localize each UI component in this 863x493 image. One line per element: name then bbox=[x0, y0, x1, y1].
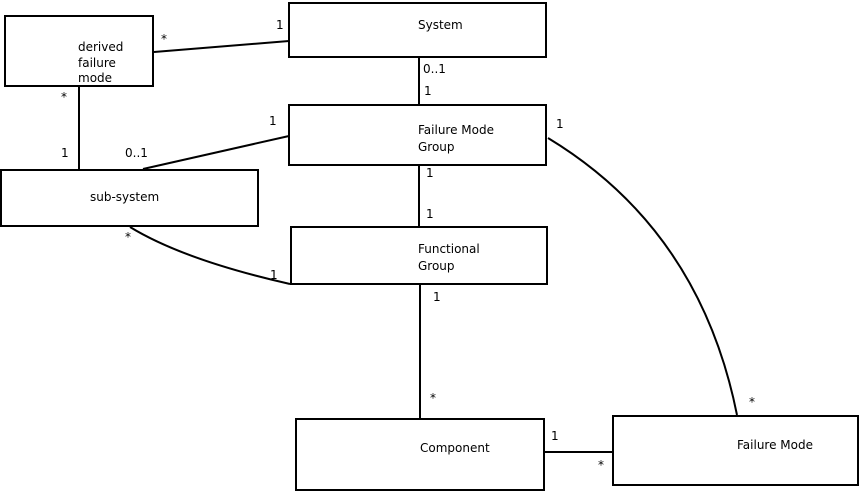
multiplicity-label: * bbox=[430, 391, 436, 405]
node-label-line: Group bbox=[418, 140, 455, 154]
node-label: Failure Mode bbox=[737, 437, 813, 453]
node-sub-system: sub-system bbox=[0, 169, 259, 227]
multiplicity-label: 1 bbox=[426, 166, 434, 180]
node-label-line: Functional bbox=[418, 242, 480, 256]
node-label: sub-system bbox=[90, 189, 159, 205]
multiplicity-label: 1 bbox=[276, 18, 284, 32]
node-derived-failure-mode: derived failure mode bbox=[4, 15, 154, 87]
multiplicity-label: * bbox=[749, 395, 755, 409]
node-functional-group: Functional Group bbox=[290, 226, 548, 285]
multiplicity-label: 0..1 bbox=[125, 146, 148, 160]
edge-failure-mode-group-failure-mode bbox=[547, 137, 738, 416]
node-label-line: Group bbox=[418, 258, 455, 273]
node-label-line: derived bbox=[78, 40, 124, 54]
node-label: Functional Group bbox=[418, 241, 480, 274]
multiplicity-label: 1 bbox=[269, 114, 277, 128]
node-failure-mode: Failure Mode bbox=[612, 415, 859, 486]
node-label: derived failure mode bbox=[78, 40, 123, 87]
node-component: Component bbox=[295, 418, 545, 491]
multiplicity-label: 1 bbox=[424, 84, 432, 98]
multiplicity-label: * bbox=[161, 32, 167, 46]
node-label-line: Failure Mode bbox=[737, 438, 813, 452]
node-system: System bbox=[288, 2, 547, 58]
multiplicity-label: 1 bbox=[556, 117, 564, 131]
node-label: Failure Mode Group bbox=[418, 122, 494, 156]
node-label-line: Component bbox=[420, 441, 490, 455]
node-label-line: Failure Mode bbox=[418, 123, 494, 137]
node-label-line: failure bbox=[78, 55, 116, 70]
edge-sub-system-functional-group bbox=[129, 226, 291, 285]
node-failure-mode-group: Failure Mode Group bbox=[288, 104, 547, 166]
node-label: Component bbox=[420, 440, 490, 456]
node-label: System bbox=[418, 17, 463, 33]
edge-system-derived-failure-mode bbox=[153, 40, 290, 53]
multiplicity-label: 1 bbox=[270, 268, 278, 282]
multiplicity-label: 1 bbox=[433, 290, 441, 304]
multiplicity-label: 1 bbox=[551, 429, 559, 443]
node-label-line: mode bbox=[78, 71, 113, 85]
multiplicity-label: * bbox=[598, 458, 604, 472]
multiplicity-label: * bbox=[61, 90, 67, 104]
node-label-line: sub-system bbox=[90, 190, 160, 204]
multiplicity-label: 1 bbox=[426, 207, 434, 221]
node-label-line: System bbox=[418, 18, 463, 32]
multiplicity-label: 0..1 bbox=[423, 62, 446, 76]
multiplicity-label: 1 bbox=[61, 146, 69, 160]
edge-failure-mode-group-sub-system bbox=[142, 135, 290, 170]
multiplicity-label: * bbox=[125, 230, 131, 244]
